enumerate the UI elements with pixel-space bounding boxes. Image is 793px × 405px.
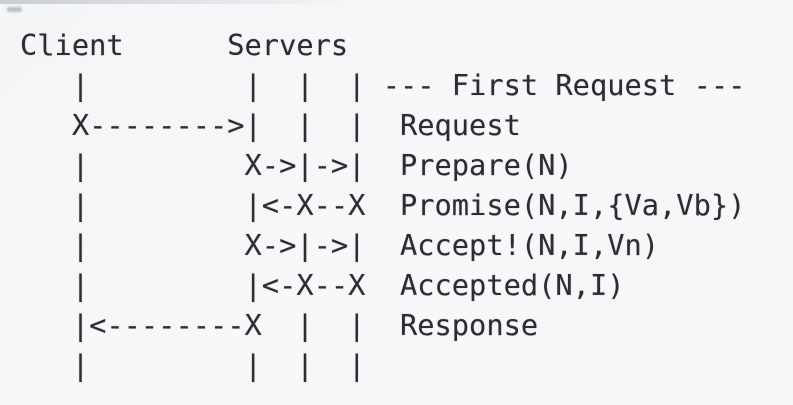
message-line-response: |<--------X | | Response bbox=[20, 308, 539, 342]
lifelines-section-header-line: | | | | --- First Request --- bbox=[20, 68, 746, 102]
lifelines-footer-line: | | | | bbox=[20, 348, 366, 382]
message-line-request: X-------->| | | Request bbox=[20, 108, 521, 142]
video-artifact-smudge bbox=[7, 7, 22, 12]
message-line-accept: | X->|->| Accept!(N,I,Vn) bbox=[20, 228, 660, 262]
message-line-accepted: | |<-X--X Accepted(N,I) bbox=[20, 268, 625, 302]
paxos-sequence-diagram: Client Servers | | | | --- First Request… bbox=[20, 25, 745, 385]
message-line-prepare: | X->|->| Prepare(N) bbox=[20, 148, 573, 182]
message-line-promise: | |<-X--X Promise(N,I,{Va,Vb}) bbox=[20, 188, 746, 222]
video-edge-shade bbox=[0, 0, 357, 4]
actors-header-line: Client Servers bbox=[20, 28, 349, 62]
